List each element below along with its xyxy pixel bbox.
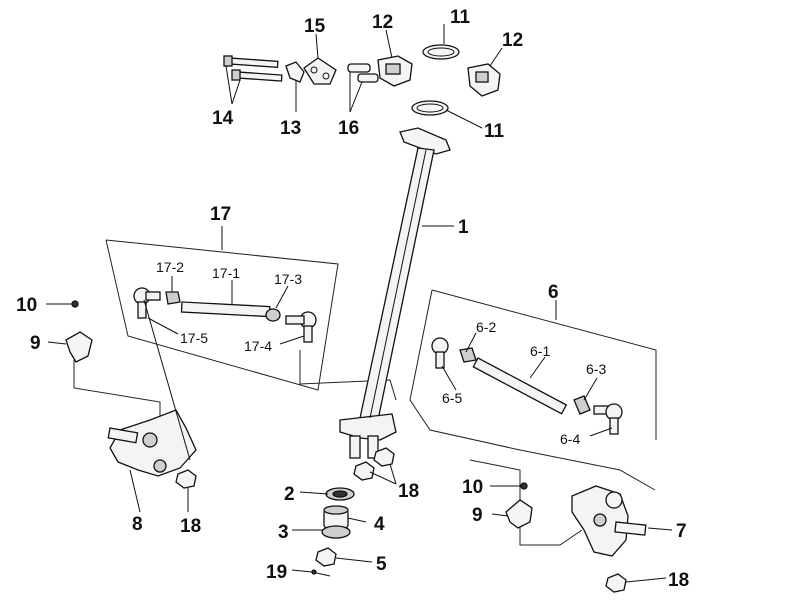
seal-3 bbox=[321, 525, 351, 539]
label-14: 14 bbox=[212, 108, 234, 129]
group-box-6 bbox=[409, 289, 657, 491]
label-5: 5 bbox=[376, 554, 387, 575]
group-box-17 bbox=[105, 226, 339, 391]
label-4: 4 bbox=[374, 514, 385, 535]
bearing-4 bbox=[323, 505, 349, 529]
label-17-5: 17-5 bbox=[180, 330, 208, 346]
label-8: 8 bbox=[132, 514, 143, 535]
cotter-pin-19 bbox=[311, 569, 331, 577]
label-2: 2 bbox=[284, 484, 295, 505]
oring-11-top bbox=[422, 44, 460, 60]
label-15: 15 bbox=[304, 16, 326, 37]
label-18-right: 18 bbox=[668, 570, 689, 591]
nut-18-left bbox=[175, 469, 197, 489]
label-6-4: 6-4 bbox=[560, 431, 580, 447]
label-1: 1 bbox=[458, 217, 469, 238]
clamp-9-left bbox=[65, 331, 93, 363]
screw-10-right bbox=[520, 482, 528, 490]
label-7: 7 bbox=[676, 521, 687, 542]
label-6: 6 bbox=[548, 282, 559, 303]
label-13: 13 bbox=[280, 118, 301, 139]
label-9-right: 9 bbox=[472, 505, 483, 526]
label-12-left: 12 bbox=[372, 12, 393, 33]
steering-knuckle-left bbox=[107, 299, 197, 477]
label-10-left: 10 bbox=[16, 295, 37, 316]
label-16: 16 bbox=[338, 118, 359, 139]
label-12-right: 12 bbox=[502, 30, 523, 51]
clamp-9-right bbox=[505, 499, 533, 529]
seal-2 bbox=[325, 487, 355, 501]
label-10-right: 10 bbox=[462, 477, 483, 498]
screw-10-left bbox=[71, 300, 79, 308]
oring-11-bottom bbox=[411, 100, 449, 116]
label-11-top: 11 bbox=[450, 7, 471, 28]
label-9-left: 9 bbox=[30, 333, 41, 354]
label-17-4: 17-4 bbox=[244, 338, 272, 354]
label-17-2: 17-2 bbox=[156, 259, 184, 275]
label-6-1: 6-1 bbox=[530, 343, 550, 359]
label-6-5: 6-5 bbox=[442, 390, 462, 406]
steering-shaft bbox=[339, 127, 451, 459]
steering-knuckle-right bbox=[571, 485, 647, 557]
bolts-14 bbox=[223, 55, 283, 82]
pins-16 bbox=[347, 63, 379, 83]
label-17-1: 17-1 bbox=[212, 265, 240, 281]
bushing-12-right bbox=[467, 63, 501, 97]
label-11-bottom: 11 bbox=[484, 121, 505, 142]
label-17: 17 bbox=[210, 204, 231, 225]
label-19: 19 bbox=[266, 562, 287, 583]
tie-rod-17 bbox=[133, 287, 317, 343]
clip-13 bbox=[285, 61, 305, 83]
label-18-left: 18 bbox=[180, 516, 201, 537]
label-6-3: 6-3 bbox=[586, 361, 606, 377]
nut-5 bbox=[315, 547, 337, 567]
nut-18-right bbox=[605, 573, 627, 593]
label-6-2: 6-2 bbox=[476, 319, 496, 335]
assembly-guide-lines bbox=[73, 350, 583, 546]
label-18-center: 18 bbox=[398, 481, 419, 502]
tie-rod-6 bbox=[431, 337, 623, 435]
nuts-18-center bbox=[353, 447, 395, 481]
label-17-3: 17-3 bbox=[274, 271, 302, 287]
part-labels: 1 2 3 4 5 6 6-1 6-2 6-3 6-4 6-5 7 8 9 9 … bbox=[16, 7, 689, 591]
leader-lines bbox=[46, 24, 673, 583]
label-3: 3 bbox=[278, 522, 289, 543]
plate-15 bbox=[303, 57, 337, 85]
bushing-12-left bbox=[377, 55, 413, 87]
